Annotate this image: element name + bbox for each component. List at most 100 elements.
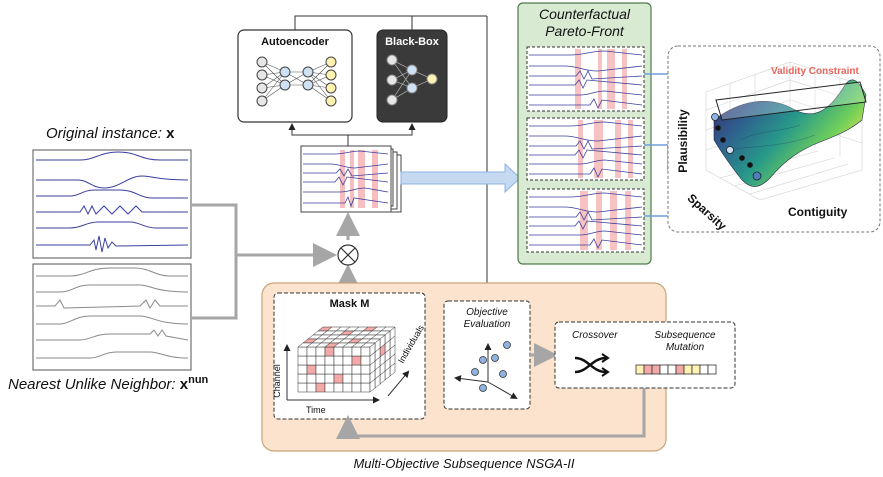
mask-cell <box>360 373 371 384</box>
nun-to-merge-line <box>191 255 238 320</box>
orig-series-1 <box>36 151 188 161</box>
pareto-title-line2: Pareto-Front <box>545 23 624 39</box>
mask-cell <box>342 373 353 384</box>
contiguity-axis-label: Contiguity <box>788 205 848 219</box>
original-instance-panel <box>32 149 192 259</box>
nun-superscript: nun <box>188 374 209 386</box>
crossover-shuffle-icon <box>574 353 610 377</box>
mask-cell-side <box>369 342 376 357</box>
pareto-plot-3 <box>526 188 645 253</box>
multiply-operator <box>337 244 359 266</box>
mask-cell <box>351 364 362 375</box>
mask-cell <box>324 355 335 366</box>
mask-cell <box>351 355 362 366</box>
autoencoder-label: Autoencoder <box>261 36 329 48</box>
candidate-stack <box>300 145 402 213</box>
orig-series-3 <box>36 189 188 199</box>
orig-series-4 <box>36 204 188 216</box>
mask-cell <box>315 346 326 357</box>
mutation-title-line2: Mutation <box>665 342 705 353</box>
validity-plane <box>715 81 867 121</box>
mask-cell <box>342 364 353 375</box>
evaluation-feedback-lines <box>294 15 491 305</box>
input-arrows <box>191 203 360 320</box>
variation-to-mask-feedback-arrow <box>336 388 646 439</box>
objective-evaluation-title: Objective Evaluation <box>444 307 530 331</box>
stack-to-pareto-arrow <box>400 162 521 194</box>
mask-cell <box>351 346 362 357</box>
mask-cell <box>297 373 308 384</box>
channel-axis-label: Channel <box>272 364 282 398</box>
mask-cell <box>360 382 371 393</box>
mask-cell <box>306 382 317 393</box>
mask-cell <box>360 355 371 366</box>
objective-title-line2: Evaluation <box>463 319 511 330</box>
nun-label-text: Nearest Unlike Neighbor: <box>8 376 180 393</box>
mask-cell <box>315 373 326 384</box>
nun-series-2 <box>36 284 189 293</box>
original-instance-var: x <box>166 125 175 142</box>
blackbox-box <box>376 29 448 123</box>
mask-cell <box>351 373 362 384</box>
nun-panel <box>32 263 192 371</box>
mask-cell <box>306 346 317 357</box>
mask-cell <box>297 382 308 393</box>
time-axis-label: Time <box>306 405 326 415</box>
plausibility-axis-label: Plausibility <box>676 109 690 173</box>
pareto-plot-2 <box>526 117 645 181</box>
mask-cell <box>324 382 335 393</box>
mask-title: Mask M <box>329 298 370 310</box>
pareto-title: Counterfactual Pareto-Front <box>518 6 651 40</box>
mask-cell <box>315 355 326 366</box>
mask-cell <box>297 346 308 357</box>
mask-cell <box>315 364 326 375</box>
orig-series-6 <box>36 235 189 253</box>
mask-cell <box>342 382 353 393</box>
mask-cell <box>324 346 335 357</box>
original-instance-label: Original instance: x <box>46 125 174 142</box>
objective-space-panel <box>667 45 881 233</box>
nun-label: Nearest Unlike Neighbor: xnun <box>8 374 208 393</box>
orig-series-2 <box>36 175 189 189</box>
nun-series-4 <box>36 315 189 325</box>
mask-cell <box>333 382 344 393</box>
mask-cell <box>360 346 371 357</box>
mask-cell <box>306 355 317 366</box>
variation-box <box>554 321 736 389</box>
mask-axes <box>283 344 410 404</box>
mutation-label: Subsequence Mutation <box>640 330 730 354</box>
objective-title-line1: Objective <box>466 307 508 318</box>
nun-series-3 <box>36 299 188 310</box>
mask-cell <box>324 364 335 375</box>
mask-cube-grid <box>297 326 396 393</box>
mask-cell <box>333 355 344 366</box>
mask-cell <box>351 382 362 393</box>
mask-cell <box>315 382 326 393</box>
mask-cell <box>306 373 317 384</box>
validity-constraint-label: Validity Constraint <box>771 66 859 77</box>
nsga-caption: Multi-Objective Subsequence NSGA-II <box>353 456 575 471</box>
blackbox-label: Black-Box <box>385 36 439 48</box>
mask-cell <box>306 364 317 375</box>
nun-series-5 <box>36 329 189 341</box>
nun-series-6 <box>36 351 189 359</box>
mask-cell <box>297 364 308 375</box>
mask-cell <box>333 373 344 384</box>
pareto-plot-1 <box>526 46 645 112</box>
stack-to-models-lines <box>288 123 416 146</box>
mask-cell <box>342 346 353 357</box>
original-instance-text: Original instance: <box>46 125 167 142</box>
pareto-title-line1: Counterfactual <box>538 6 631 22</box>
mask-cell <box>324 373 335 384</box>
nun-var: x <box>179 376 189 393</box>
nun-series-1 <box>36 267 188 277</box>
mask-cell <box>342 355 353 366</box>
mask-cell <box>333 364 344 375</box>
mask-cell <box>297 355 308 366</box>
crossover-label: Crossover <box>572 330 618 341</box>
pareto-front-panel <box>517 2 652 265</box>
mask-cell <box>360 364 371 375</box>
orig-to-merge-line <box>191 203 238 255</box>
mutation-strip <box>635 364 717 375</box>
